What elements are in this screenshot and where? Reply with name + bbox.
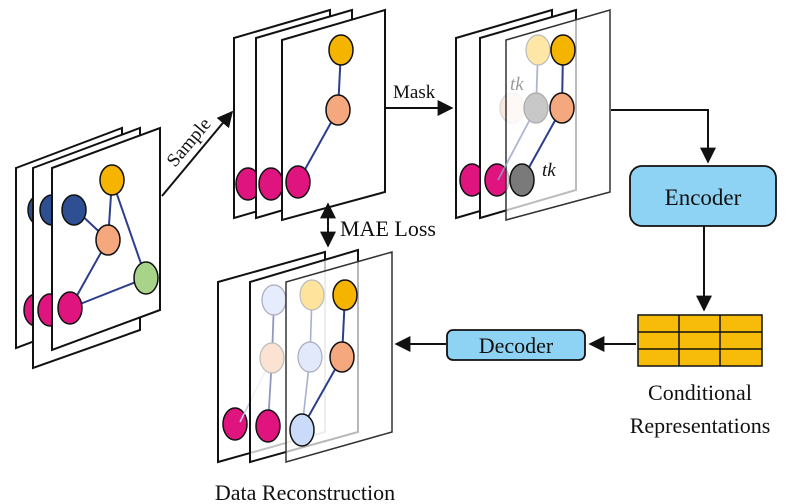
encoder-label: Encoder (665, 185, 742, 210)
sampled-subgraph-stack (233, 8, 386, 222)
data-reconstruction-label: Data Reconstruction (215, 480, 395, 504)
decoder-box (446, 329, 586, 361)
reconstructed-node-orange-faded (299, 279, 325, 311)
input-node-magenta (57, 291, 83, 325)
input-node-green (133, 261, 159, 295)
input-node-orange (99, 164, 125, 196)
input-node-navy (61, 194, 87, 226)
input-node-peach (95, 224, 121, 256)
decoder-label: Decoder (479, 333, 554, 358)
conditional-representations-grid (637, 314, 763, 367)
mask-to-encoder-arrow (611, 109, 716, 164)
reconstructed-node-magenta-middle (255, 409, 281, 443)
reconstructed-node-orange (332, 279, 358, 311)
conditional-label-line1: Conditional (648, 380, 752, 405)
masked-node-gray (523, 92, 549, 124)
mask-token-label-faded: tk (510, 74, 524, 95)
masked-subgraph-stack: tk tk (455, 8, 611, 221)
mask-token-label: tk (542, 160, 556, 181)
reconstructed-node-peach (329, 341, 355, 373)
reconstructed-node-magenta-back (222, 407, 248, 441)
conditional-label-line2: Representations (630, 413, 771, 438)
mae-loss-label: MAE Loss (340, 216, 436, 241)
masked-node-orange (550, 34, 576, 66)
reconstructed-node-faded-peach (259, 342, 285, 374)
sampled-node-orange (328, 34, 354, 66)
reconstructed-node-light-blue (289, 413, 315, 447)
masked-node-orange-faded (525, 34, 551, 66)
sample-arrow (161, 110, 234, 197)
sampled-node-magenta (285, 165, 311, 199)
mask-label: Mask (393, 82, 436, 103)
reconstructed-node-blue-faded (297, 341, 323, 373)
sampled-node-magenta-middle (258, 167, 284, 201)
input-graph-stack (15, 126, 161, 370)
masked-node-mask-token (509, 163, 535, 197)
sampled-node-peach (325, 94, 351, 126)
masked-node-peach (549, 92, 575, 124)
reconstructed-node-faded-blue-top (261, 284, 287, 316)
reconstructed-subgraph-stack (217, 248, 393, 464)
